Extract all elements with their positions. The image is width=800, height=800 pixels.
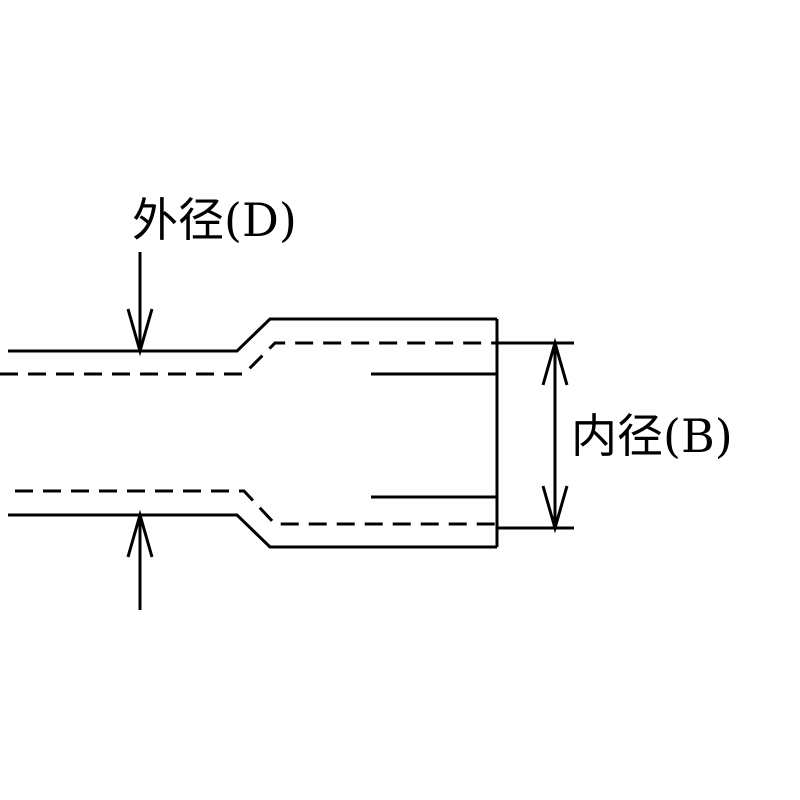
outer-wall-bottom-line (8, 513, 497, 549)
outer-diameter-arrow-down (126, 308, 154, 357)
outer-wall-top-line (8, 317, 497, 353)
outer-diameter-arrow-up (126, 509, 154, 558)
inner-wall-bottom-dashed-line (15, 489, 497, 526)
inner-diameter-arrow-down (541, 485, 569, 534)
inner-wall-top-dashed-line (0, 341, 497, 376)
outer-diameter-label: 外径(D) (132, 193, 297, 247)
inner-diameter-label: 内径(B) (571, 409, 733, 463)
inner-diameter-arrow-up (541, 337, 569, 386)
